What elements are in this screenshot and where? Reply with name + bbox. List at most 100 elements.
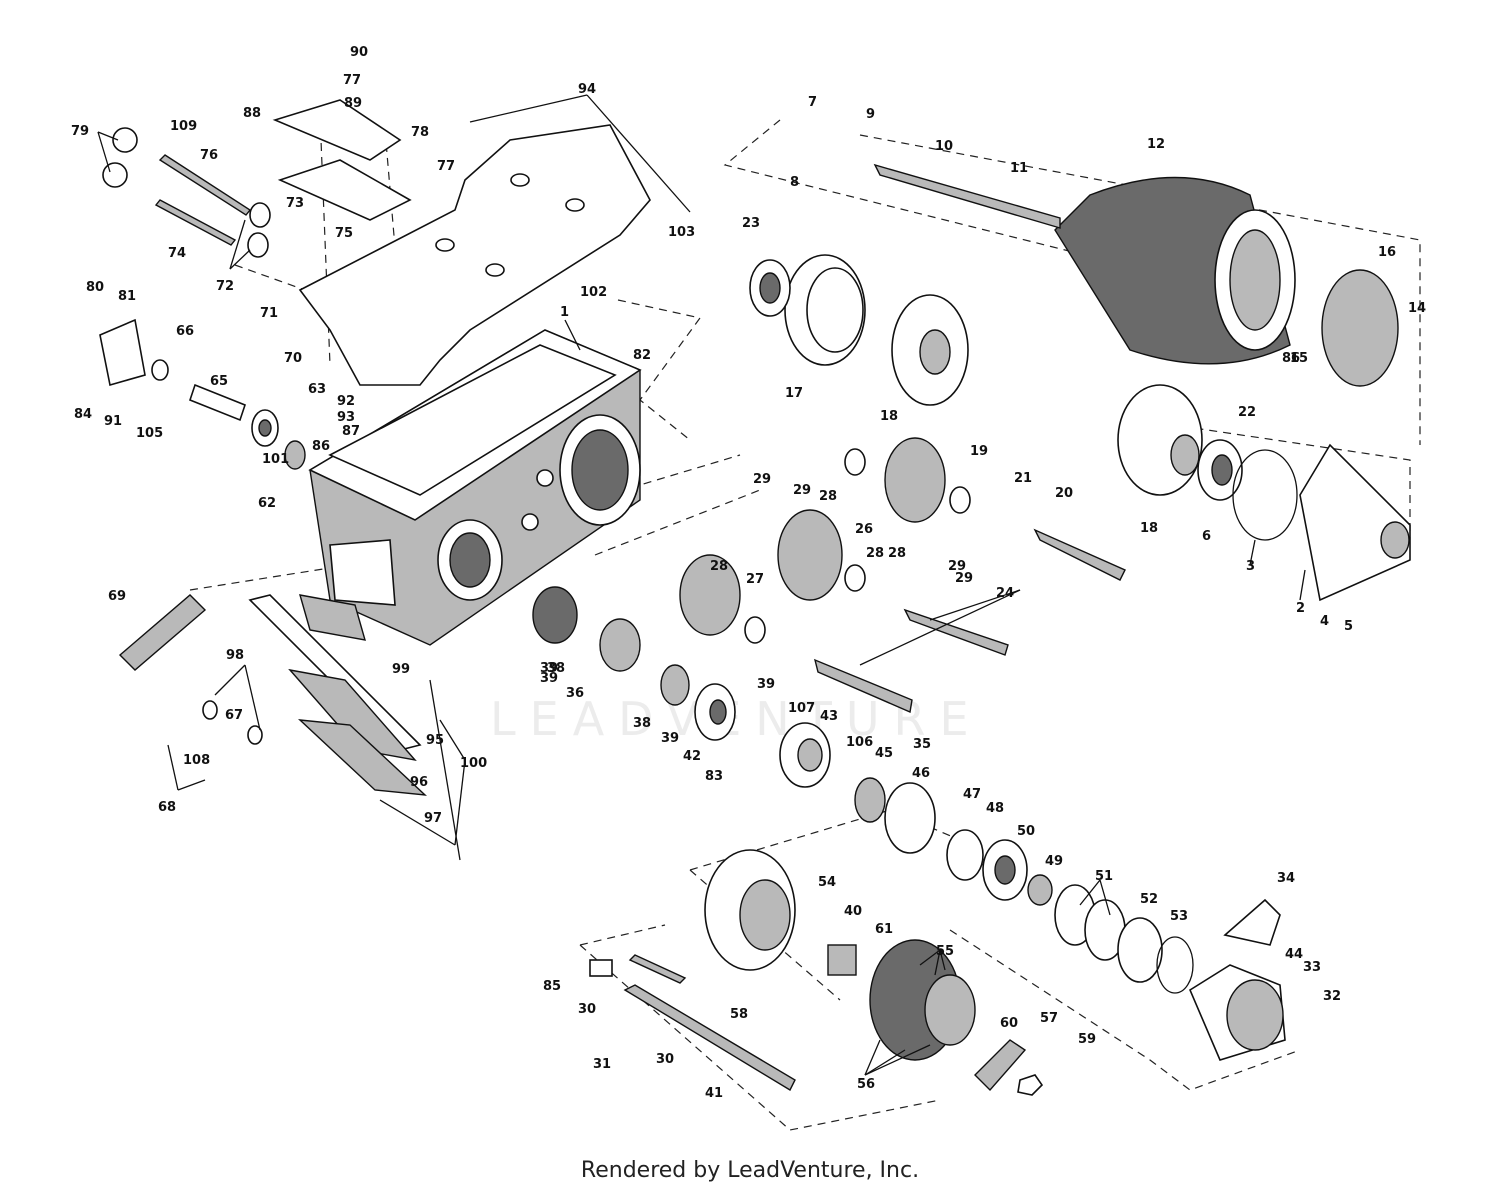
callout: 24 (996, 586, 1014, 601)
callout: 3 (1246, 559, 1255, 574)
callout: 53 (1170, 909, 1188, 924)
callout: 108 (183, 753, 210, 768)
callout: 95 (426, 733, 444, 748)
callout: 48 (986, 801, 1004, 816)
left-side-parts (99, 127, 306, 671)
differential-carrier (891, 294, 1203, 496)
callout: 26 (855, 522, 873, 537)
callout: 41 (705, 1086, 723, 1101)
callout: 75 (335, 226, 353, 241)
callout: 56 (857, 1077, 875, 1092)
callout: 9 (866, 107, 875, 122)
callout: 12 (1147, 137, 1165, 152)
callout: 27 (746, 572, 764, 587)
frame-plate (298, 124, 651, 386)
callout: 23 (742, 216, 760, 231)
leader-lines (97, 94, 1306, 1076)
callout: 99 (392, 662, 410, 677)
callout: 43 (820, 709, 838, 724)
callout: 61 (875, 922, 893, 937)
callout: 109 (170, 119, 197, 134)
counter-shafts (813, 528, 1126, 713)
callout: 70 (284, 351, 302, 366)
callout: 10 (935, 139, 953, 154)
callout: 19 (970, 444, 988, 459)
callout: 29 (948, 559, 966, 574)
footer-credit: Rendered by LeadVenture, Inc. (580, 1158, 920, 1183)
callout: 29 (793, 483, 811, 498)
callout: 44 (1285, 947, 1303, 962)
callout: 71 (260, 306, 278, 321)
reel-cover (1321, 269, 1399, 387)
callout: 101 (262, 452, 289, 467)
callout: 30 (656, 1052, 674, 1067)
callout: 97 (424, 811, 442, 826)
callout: 17 (785, 386, 803, 401)
clutch-cover (1188, 898, 1286, 1061)
callout: 85 (543, 979, 561, 994)
callout: 2 (1296, 601, 1305, 616)
callout: 22 (1238, 405, 1256, 420)
reel-drum (1054, 176, 1296, 365)
callout: 78 (411, 125, 429, 140)
callout: 38 (633, 716, 651, 731)
callout: 4 (1320, 614, 1329, 629)
callout: 29 (955, 571, 973, 586)
bottom-left-bars (202, 594, 427, 796)
transmission-housing (308, 329, 642, 646)
callout: 93 (337, 410, 355, 425)
callout: 100 (460, 756, 487, 771)
bearing-cover-group (1197, 439, 1411, 602)
clutch-assembly (704, 849, 976, 1061)
callout: 8 (790, 175, 799, 190)
callout: 54 (818, 875, 836, 890)
callout: 59 (1078, 1032, 1096, 1047)
axle-shaft (873, 163, 1061, 229)
callout: 77 (343, 73, 361, 88)
callout: 106 (846, 735, 873, 750)
callout: 96 (410, 775, 428, 790)
clutch-discs (1054, 884, 1194, 994)
callout: 55 (936, 944, 954, 959)
callout: 29 (753, 472, 771, 487)
lever-and-nut (974, 1039, 1044, 1096)
callout: 36 (566, 686, 584, 701)
callout: 103 (668, 225, 695, 240)
callout: 94 (578, 82, 596, 97)
callout: 42 (683, 749, 701, 764)
callout: 86 (1282, 351, 1300, 366)
callout: 46 (912, 766, 930, 781)
callout: 79 (71, 124, 89, 139)
callout: 39 (540, 661, 558, 676)
callout: 81 (118, 289, 136, 304)
callout: 7 (808, 95, 817, 110)
callout: 72 (216, 279, 234, 294)
callout: 30 (578, 1002, 596, 1017)
callout: 66 (176, 324, 194, 339)
callout: 16 (1378, 245, 1396, 260)
callout-labels: 1 2 3 4 5 6 7 8 9 10 11 12 14 15 16 17 1… (71, 45, 1426, 1101)
callout: 88 (243, 106, 261, 121)
callout: 49 (1045, 854, 1063, 869)
callout: 83 (705, 769, 723, 784)
callout: 91 (104, 414, 122, 429)
clutch-shaft (589, 954, 796, 1091)
callout: 62 (258, 496, 276, 511)
callout: 33 (1303, 960, 1321, 975)
callout: 63 (308, 382, 326, 397)
callout: 47 (963, 787, 981, 802)
callout: 6 (1202, 529, 1211, 544)
callout: 68 (158, 800, 176, 815)
callout: 69 (108, 589, 126, 604)
callout: 39 (661, 731, 679, 746)
callout: 18 (1140, 521, 1158, 536)
callout: 92 (337, 394, 355, 409)
callout: 73 (286, 196, 304, 211)
callout: 31 (593, 1057, 611, 1072)
callout: 1 (560, 305, 569, 320)
callout: 52 (1140, 892, 1158, 907)
callout: 35 (913, 737, 931, 752)
callout: 105 (136, 426, 163, 441)
ring-gear (749, 254, 866, 366)
